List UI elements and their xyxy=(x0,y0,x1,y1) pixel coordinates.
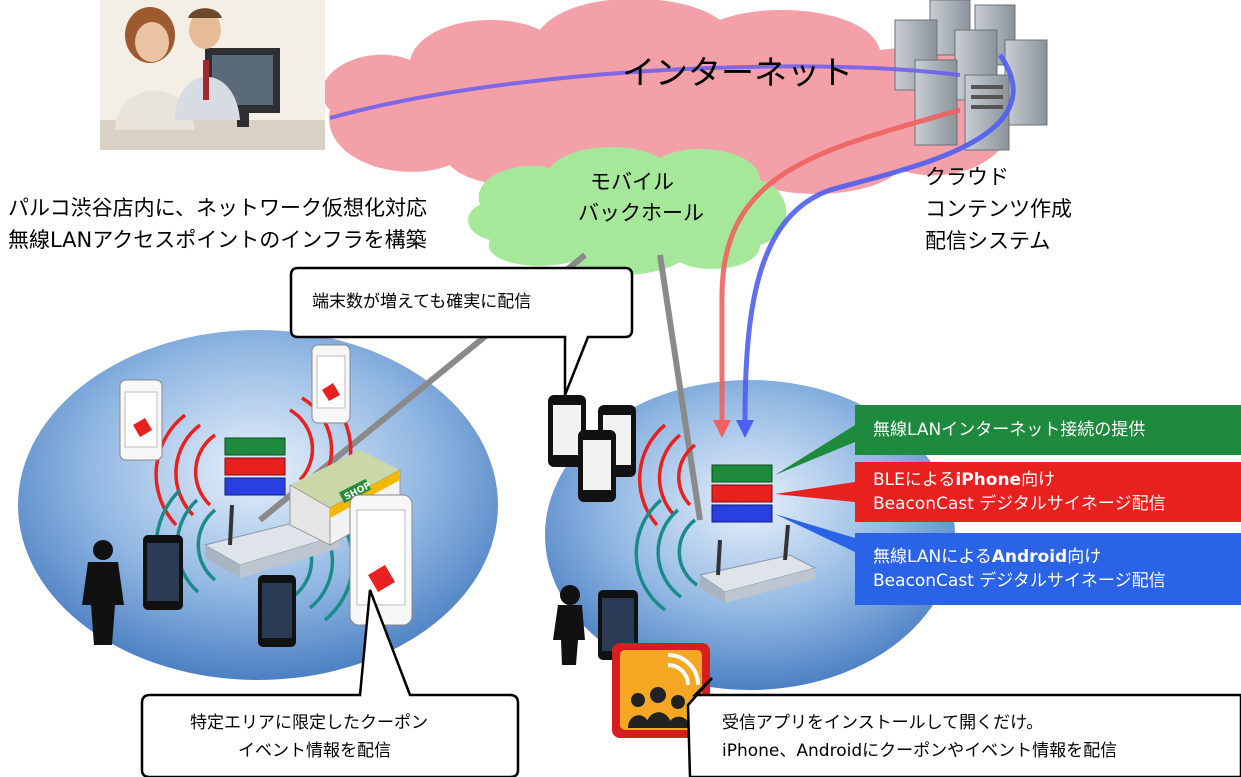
smartphone-icon xyxy=(548,395,636,502)
banner-blue: 無線LANによるAndroid向け BeaconCast デジタルサイネージ配信 xyxy=(855,533,1241,605)
callout-app-text-2: iPhone、Androidにクーポンやイベント情報を配信 xyxy=(722,741,1118,761)
cloud-service-label-1: クラウド xyxy=(925,165,1009,189)
server-rack-icon xyxy=(894,0,1048,151)
banner-red-bg xyxy=(775,462,1241,522)
banner-red-line2: BeaconCast デジタルサイネージ配信 xyxy=(873,494,1166,514)
banner-red-line1: BLEによるiPhone向け xyxy=(873,470,1056,490)
smartphone-icon xyxy=(349,494,413,626)
red-delivery-link xyxy=(719,107,961,420)
callout-app-bubble xyxy=(686,677,1241,777)
banner-green-bg xyxy=(775,405,1241,475)
banner-red: BLEによるiPhone向け BeaconCast デジタルサイネージ配信 xyxy=(855,462,1241,522)
cloud-service-label-3: 配信システム xyxy=(925,229,1051,253)
blue-arrow-head xyxy=(736,420,754,438)
router-icon xyxy=(698,524,817,603)
banner-blue-bg xyxy=(775,514,1241,605)
mobile-backhaul-label-1: モバイル xyxy=(590,170,674,194)
signal-waves-icon xyxy=(634,423,699,612)
banner-green-text: 無線LANインターネット接続の提供 xyxy=(873,420,1146,440)
office-to-cloud-link xyxy=(329,64,961,120)
banner-blue-line2: BeaconCast デジタルサイネージ配信 xyxy=(873,571,1166,591)
callout-area-text-1: 特定エリアに限定したクーポン xyxy=(190,713,428,733)
person-silhouette-icon xyxy=(553,585,585,665)
access-point-right xyxy=(711,464,773,523)
backhaul-line-right xyxy=(657,254,703,521)
banner-blue-line1: 無線LANによるAndroid向け xyxy=(873,547,1102,567)
blue-delivery-link xyxy=(742,53,1016,421)
beacon-app-icon xyxy=(612,643,710,738)
shop-icon: SHOP xyxy=(289,450,401,546)
callout-app-text-1: 受信アプリをインストールして開くだけ。 xyxy=(722,713,1044,733)
store-area-right xyxy=(545,380,955,690)
infra-text-1: パルコ渋谷店内に、ネットワーク仮想化対応 xyxy=(8,196,427,220)
banner-green: 無線LANインターネット接続の提供 xyxy=(855,405,1241,455)
internet-label: インターネット xyxy=(622,53,853,92)
smartphone-icon xyxy=(143,535,183,610)
person-silhouette-icon xyxy=(82,540,124,645)
red-arrow-head xyxy=(713,420,731,438)
smartphone-icon xyxy=(311,344,351,424)
callout-area-text-2: イベント情報を配信 xyxy=(238,741,391,761)
infra-text-2: 無線LANアクセスポイントのインフラを構築 xyxy=(8,228,427,252)
smartphone-icon xyxy=(598,590,638,660)
mobile-backhaul-cloud xyxy=(468,147,787,275)
callout-terminals-bubble xyxy=(289,266,634,396)
smartphone-icon xyxy=(258,575,296,647)
mobile-backhaul-label-2: バックホール xyxy=(578,201,704,225)
office-workers-photo xyxy=(100,0,325,150)
callout-terminals-text: 端末数が増えても確実に配信 xyxy=(312,292,532,312)
smartphone-icon xyxy=(119,379,163,461)
cloud-service-label-2: コンテンツ作成 xyxy=(925,197,1072,221)
access-point-left xyxy=(224,437,286,496)
